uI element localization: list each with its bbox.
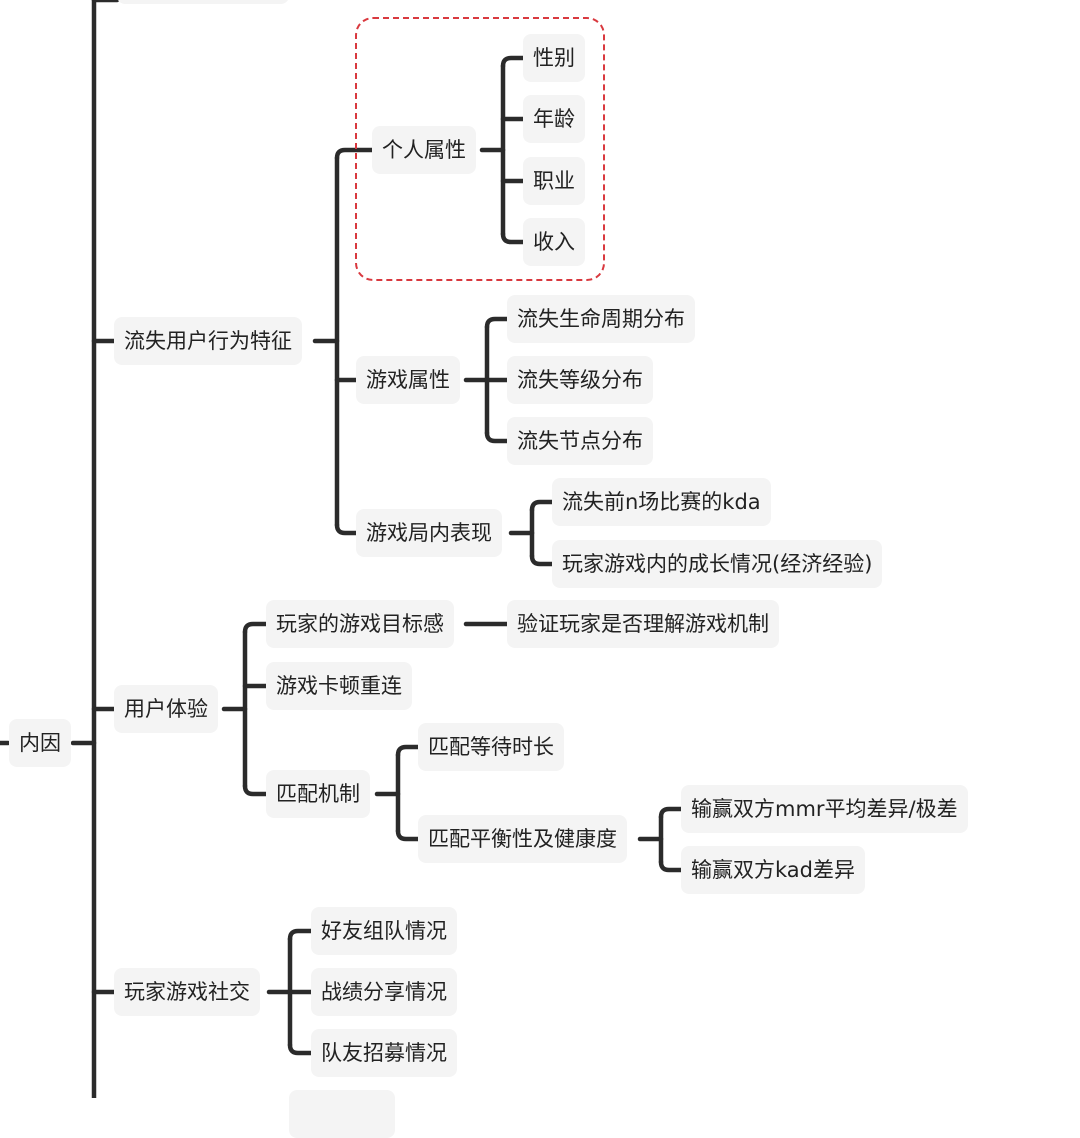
node-personal-attributes[interactable]: 个人属性 <box>372 126 476 174</box>
edge-social-elbow-0 <box>287 928 314 942</box>
node-occupation[interactable]: 职业 <box>523 157 585 205</box>
edge-matching-elbow-0 <box>395 744 421 758</box>
node-matching-mechanism[interactable]: 匹配机制 <box>266 770 370 818</box>
node-player-social[interactable]: 玩家游戏社交 <box>114 968 260 1016</box>
node-match-wait-time[interactable]: 匹配等待时长 <box>418 723 564 771</box>
node-kda-before-churn[interactable]: 流失前n场比赛的kda <box>552 478 771 526</box>
edge-ingame-elbow-0 <box>529 499 555 513</box>
node-churn-user-behavior[interactable]: 流失用户行为特征 <box>114 317 302 365</box>
node-in-game-performance[interactable]: 游戏局内表现 <box>356 509 502 557</box>
node-churn-lifecycle[interactable]: 流失生命周期分布 <box>507 295 695 343</box>
edge-balance-elbow-0 <box>658 806 684 820</box>
mindmap-canvas: 内因 流失用户行为特征 用户体验 玩家游戏社交 个人属性 游戏属性 游戏局内表现… <box>0 0 968 1138</box>
node-match-balance[interactable]: 匹配平衡性及健康度 <box>418 815 627 863</box>
node-gender[interactable]: 性别 <box>523 34 585 82</box>
node-game-goal[interactable]: 玩家的游戏目标感 <box>266 600 454 648</box>
edge-experience-elbow-2 <box>242 783 269 797</box>
node-churn-level[interactable]: 流失等级分布 <box>507 356 653 404</box>
node-partial-top <box>117 0 289 4</box>
node-root[interactable]: 内因 <box>9 719 71 767</box>
node-user-experience[interactable]: 用户体验 <box>114 685 218 733</box>
node-friend-team[interactable]: 好友组队情况 <box>311 907 457 955</box>
highlight-box-personal-attributes <box>355 17 605 281</box>
connector-lines <box>0 0 684 1098</box>
node-kad-diff[interactable]: 输赢双方kad差异 <box>681 846 865 894</box>
node-mmr-diff[interactable]: 输赢双方mmr平均差异/极差 <box>681 785 968 833</box>
node-partial-bottom <box>289 1090 395 1138</box>
node-age[interactable]: 年龄 <box>523 95 585 143</box>
edge-balance-elbow-1 <box>658 859 684 873</box>
edge-social-elbow-2 <box>287 1042 314 1056</box>
edge-matching-elbow-1 <box>395 828 421 842</box>
edge-gameattr-elbow-2 <box>484 430 510 444</box>
node-churn-point[interactable]: 流失节点分布 <box>507 417 653 465</box>
node-game-attributes[interactable]: 游戏属性 <box>356 356 460 404</box>
node-lag-reconnect[interactable]: 游戏卡顿重连 <box>266 662 412 710</box>
node-income[interactable]: 收入 <box>523 218 585 266</box>
edge-ingame-elbow-1 <box>529 553 555 567</box>
node-growth-in-game[interactable]: 玩家游戏内的成长情况(经济经验) <box>552 540 883 588</box>
node-record-share[interactable]: 战绩分享情况 <box>311 968 457 1016</box>
node-teammate-recruit[interactable]: 队友招募情况 <box>311 1029 457 1077</box>
edge-churn-elbow-2 <box>334 522 359 536</box>
edge-experience-elbow-0 <box>242 621 269 635</box>
node-verify-understanding[interactable]: 验证玩家是否理解游戏机制 <box>507 600 779 648</box>
edge-gameattr-elbow-0 <box>484 316 510 330</box>
